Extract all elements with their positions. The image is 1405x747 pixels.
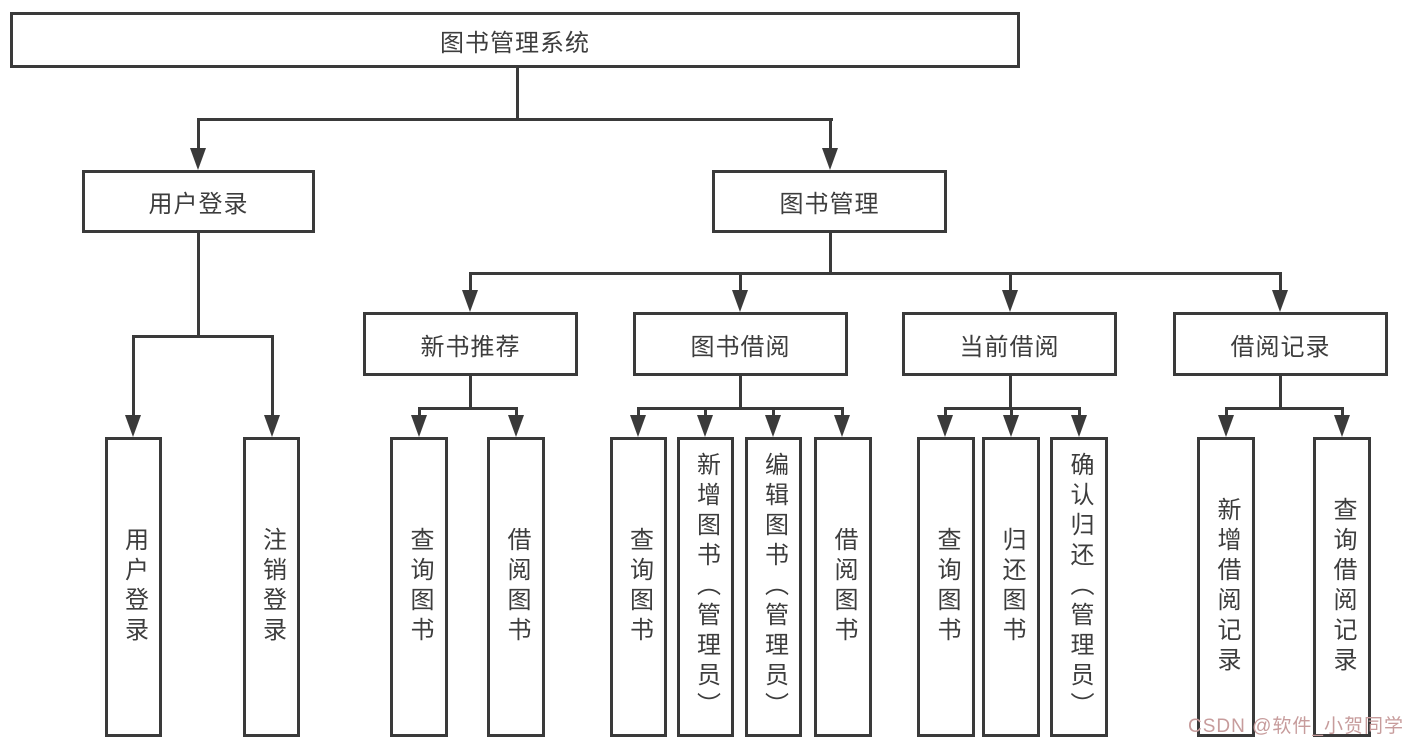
connector-leaf-drop (1010, 407, 1013, 415)
leaf-user-login: 用户登录 (105, 437, 162, 737)
leaf-confirm-return-admin: 确认归还（管理员） (1050, 437, 1108, 737)
connector-leaf-drop (418, 407, 421, 415)
connector-user-login-stem (197, 233, 200, 335)
connector-leaf-drop (772, 407, 775, 415)
leaf-return-books: 归还图书 (982, 437, 1040, 737)
connector-leaf-drop (944, 407, 947, 415)
connector-leaf-drop (1341, 407, 1344, 415)
connector-leaf-drop (515, 407, 518, 415)
arrow-leaf (697, 415, 713, 437)
node-library-management-system: 图书管理系统 (10, 12, 1020, 68)
arrow-leaf (630, 415, 646, 437)
arrow-leaf (411, 415, 427, 437)
leaf-logout: 注销登录 (243, 437, 300, 737)
connector-leaf-drop (1078, 407, 1081, 415)
connector-leaf-drop (1225, 407, 1228, 415)
leaf-query-books: 查询图书 (917, 437, 975, 737)
leaf-query-books: 查询图书 (610, 437, 667, 737)
node-book-management: 图书管理 (712, 170, 947, 233)
leaf-edit-books-admin: 编辑图书（管理员） (745, 437, 802, 737)
connector-user-login-rail (132, 335, 273, 338)
connector-current-borrow-stem (1009, 376, 1012, 407)
node-book-borrow: 图书借阅 (633, 312, 848, 376)
arrow-leaf (765, 415, 781, 437)
arrow-current-borrow (1002, 290, 1018, 312)
arrow-user-login (190, 148, 206, 170)
connector-current-borrow-drop (1009, 272, 1012, 290)
watermark: CSDN @软件_小贺同学 (1188, 716, 1404, 737)
connector-book-borrow-drop (739, 272, 742, 290)
connector-new-book-stem (469, 376, 472, 407)
arrow-book-mgmt (822, 148, 838, 170)
node-user-login: 用户登录 (82, 170, 315, 233)
arrow-book-borrow (732, 290, 748, 312)
connector-borrow-record-stem (1279, 376, 1282, 407)
leaf-add-books-admin: 新增图书（管理员） (677, 437, 734, 737)
connector-level3-rail (469, 272, 1282, 275)
connector-borrow-record-drop (1279, 272, 1282, 290)
connector-book-mgmt-drop (829, 118, 832, 148)
arrow-leaf (834, 415, 850, 437)
connector-book-borrow-stem (739, 376, 742, 407)
node-current-borrow: 当前借阅 (902, 312, 1117, 376)
arrow-leaf (1334, 415, 1350, 437)
connector-root-stem (516, 68, 519, 118)
leaf-query-books: 查询图书 (390, 437, 448, 737)
arrow-leaf (508, 415, 524, 437)
arrow-new-book (462, 290, 478, 312)
node-new-book-recommend: 新书推荐 (363, 312, 578, 376)
arrow-leaf (1218, 415, 1234, 437)
connector-new-book-drop (469, 272, 472, 290)
leaf-borrow-books: 借阅图书 (487, 437, 545, 737)
leaf-query-borrow-record: 查询借阅记录 (1313, 437, 1371, 737)
arrow-leaf (1003, 415, 1019, 437)
connector-leaf-drop (637, 407, 640, 415)
leaf-add-borrow-record: 新增借阅记录 (1197, 437, 1255, 737)
connector-login-drop (132, 335, 135, 415)
connector-book-mgmt-stem (829, 233, 832, 272)
connector-new-book-rail (418, 407, 517, 410)
connector-logout-drop (271, 335, 274, 415)
arrow-leaf (937, 415, 953, 437)
node-borrow-record: 借阅记录 (1173, 312, 1388, 376)
connector-borrow-record-rail (1225, 407, 1343, 410)
connector-leaf-drop (704, 407, 707, 415)
arrow-login (125, 415, 141, 437)
arrow-leaf (1071, 415, 1087, 437)
connector-leaf-drop (841, 407, 844, 415)
arrow-borrow-record (1272, 290, 1288, 312)
connector-level2-rail (197, 118, 833, 121)
connector-book-borrow-rail (637, 407, 843, 410)
leaf-borrow-books: 借阅图书 (814, 437, 872, 737)
arrow-logout (264, 415, 280, 437)
connector-user-login-drop (197, 118, 200, 148)
